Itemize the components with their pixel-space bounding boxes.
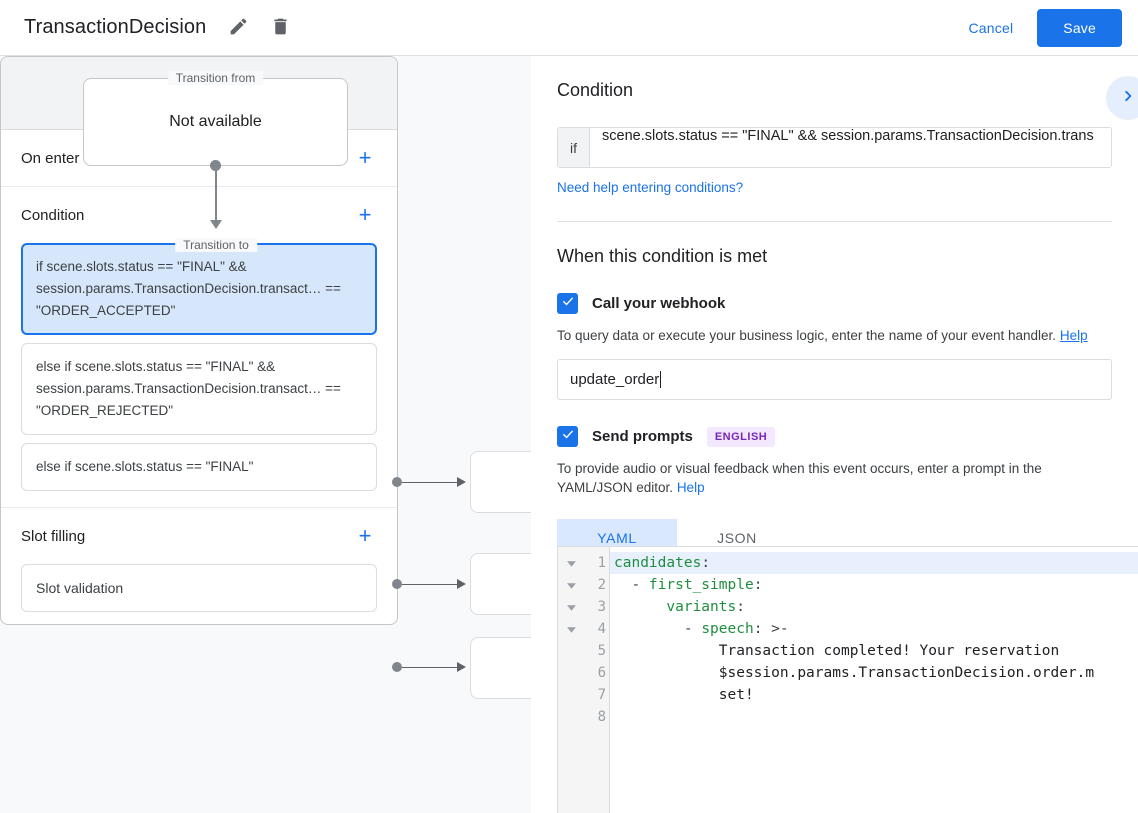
condition-input-group[interactable]: if scene.slots.status == "FINAL" && sess… (557, 127, 1112, 168)
line-number: 8 (597, 709, 606, 725)
line-number: 1 (597, 555, 606, 571)
code-line: $session.params.TransactionDecision.orde… (614, 665, 1095, 681)
condition-edge-arrow-2 (457, 662, 466, 672)
chevron-right-icon (1117, 85, 1138, 112)
line-number: 3 (597, 599, 606, 615)
condition-help-link[interactable]: Need help entering conditions? (557, 180, 744, 195)
condition-list-item-2[interactable]: else if scene.slots.status == "FINAL" (21, 443, 377, 491)
target-stub-node-0[interactable] (470, 451, 531, 513)
expand-panel-button[interactable] (1106, 76, 1138, 120)
condition-edge-line-2 (402, 666, 458, 668)
line-number: 7 (597, 687, 606, 703)
code-line: variants: (666, 599, 745, 615)
section-on-enter-title: On enter (21, 149, 80, 167)
condition-edge-line-0 (402, 481, 458, 483)
code-line: - speech: >- (614, 621, 789, 637)
add-slot-filling-button[interactable]: + (358, 523, 372, 548)
slot-validation-item[interactable]: Slot validation (21, 564, 377, 612)
fold-toggle-3[interactable] (558, 596, 585, 618)
prompts-help-link[interactable]: Help (676, 480, 705, 495)
save-button[interactable]: Save (1037, 8, 1122, 47)
when-condition-met-section: When this condition is met Call your web… (531, 222, 1138, 556)
editor-code-area[interactable]: candidates: - first_simple: variants: - … (610, 547, 1138, 813)
target-stub-node-1[interactable] (470, 553, 531, 615)
webhook-description: To query data or execute your business l… (557, 326, 1112, 345)
pencil-icon (228, 16, 249, 40)
section-condition: Condition + if scene.slots.status == "FI… (1, 187, 397, 508)
condition-list-item-1[interactable]: else if scene.slots.status == "FINAL" &&… (21, 343, 377, 435)
scene-graph-canvas[interactable]: Transition from Not available Transition… (0, 56, 531, 813)
connector-line-vertical (215, 166, 217, 224)
section-slot-filling-title: Slot filling (21, 527, 86, 545)
panel-divider (557, 221, 1112, 222)
tab-json[interactable]: JSON (717, 529, 757, 546)
page-title: TransactionDecision (24, 16, 207, 38)
language-badge: ENGLISH (706, 426, 776, 447)
section-on-enter: On enter + (1, 130, 397, 187)
prompts-description-text: To provide audio or visual feedback when… (557, 461, 1042, 495)
check-icon (561, 294, 575, 313)
editor-line-numbers: 1 2 3 4 5 6 7 8 (585, 547, 610, 813)
section-condition-title: Condition (21, 206, 85, 224)
line-number: 5 (597, 643, 606, 659)
cancel-button[interactable]: Cancel (953, 11, 1030, 45)
prompts-checkbox[interactable] (557, 426, 578, 447)
prompts-label: Send prompts (592, 428, 693, 445)
webhook-handler-value: update_order (570, 371, 660, 388)
webhook-label: Call your webhook (592, 295, 726, 312)
transition-to-legend: Transition to (175, 238, 257, 252)
webhook-help-link[interactable]: Help (1059, 328, 1088, 343)
delete-button[interactable] (262, 10, 298, 46)
top-bar: TransactionDecision Cancel Save (0, 0, 1138, 56)
condition-edge-line-1 (402, 583, 458, 585)
fold-toggle-2[interactable] (558, 574, 585, 596)
webhook-checkbox-row[interactable]: Call your webhook (557, 293, 1112, 314)
prompts-checkbox-row[interactable]: Send prompts ENGLISH (557, 426, 1112, 447)
transition-from-legend: Transition from (167, 71, 264, 85)
condition-edge-dot-0 (392, 477, 402, 487)
condition-input[interactable]: scene.slots.status == "FINAL" && session… (590, 128, 1111, 167)
line-number: 6 (597, 665, 606, 681)
prompts-description: To provide audio or visual feedback when… (557, 459, 1112, 497)
condition-edge-dot-1 (392, 579, 402, 589)
code-line (610, 706, 1138, 728)
condition-edge-arrow-0 (457, 477, 466, 487)
condition-edge-dot-2 (392, 662, 402, 672)
connector-arrow-down (210, 220, 222, 229)
webhook-checkbox[interactable] (557, 293, 578, 314)
top-bar-actions: Cancel Save (953, 8, 1122, 47)
text-caret (660, 371, 662, 388)
code-line: candidates: (610, 552, 1138, 574)
webhook-description-text: To query data or execute your business l… (557, 328, 1057, 343)
add-on-enter-button[interactable]: + (358, 145, 372, 170)
condition-edge-arrow-1 (457, 579, 466, 589)
fold-toggle-4[interactable] (558, 618, 585, 640)
section-slot-filling: Slot filling + Slot validation (1, 508, 397, 612)
line-number: 4 (597, 621, 606, 637)
check-icon (561, 427, 575, 446)
webhook-handler-input[interactable]: update_order (557, 359, 1112, 400)
condition-list-item-0[interactable]: if scene.slots.status == "FINAL" && sess… (21, 243, 377, 335)
code-line: set! (614, 687, 754, 703)
add-condition-button[interactable]: + (358, 202, 372, 227)
editor-fold-column (558, 547, 585, 813)
yaml-code-editor[interactable]: 1 2 3 4 5 6 7 8 candidates: - first_simp… (557, 546, 1138, 813)
section-condition-header: Condition + (21, 187, 377, 243)
transition-from-card: Transition from Not available (83, 71, 348, 166)
transition-from-value: Not available (169, 113, 262, 130)
section-slot-filling-header: Slot filling + (21, 508, 377, 564)
edit-name-button[interactable] (220, 10, 256, 46)
condition-prefix-label: if (558, 128, 590, 167)
section-on-enter-header: On enter + (21, 130, 377, 186)
fold-toggle-1[interactable] (558, 552, 585, 574)
condition-heading: Condition (557, 80, 634, 100)
connector-dot-top (210, 160, 221, 171)
when-condition-met-heading: When this condition is met (557, 246, 768, 266)
condition-section: Condition if scene.slots.status == "FINA… (531, 56, 1138, 222)
code-line: - first_simple: (614, 577, 763, 593)
target-stub-node-2[interactable] (470, 637, 531, 699)
trash-icon (270, 16, 291, 40)
line-number: 2 (597, 577, 606, 593)
code-line: Transaction completed! Your reservation (614, 643, 1060, 659)
